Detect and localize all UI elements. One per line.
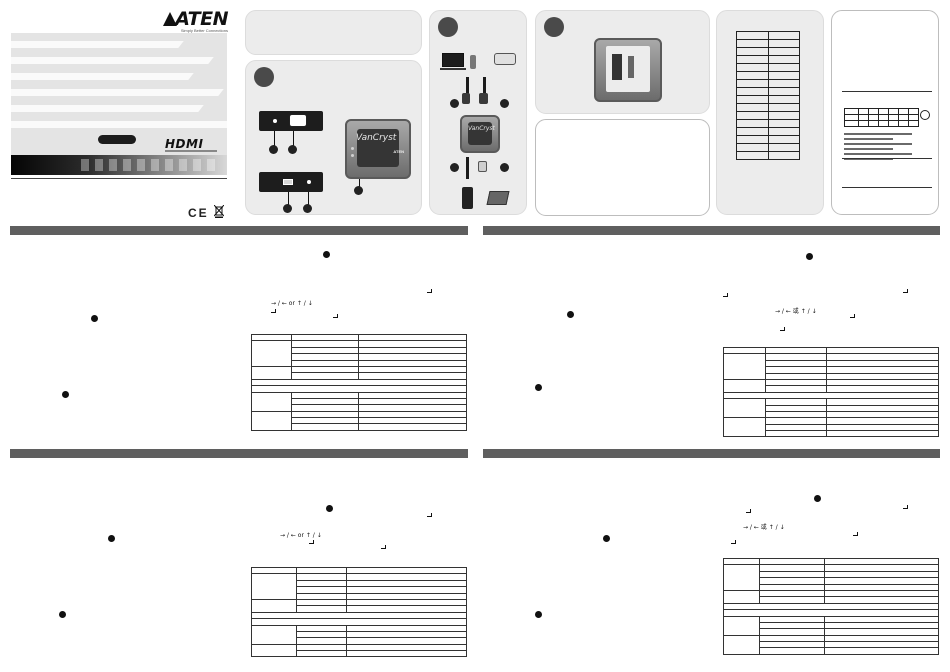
enter-key-icon (333, 314, 338, 318)
step-bullet (535, 384, 542, 391)
section-bar-3 (10, 449, 468, 458)
hdmi-logo: HDMI (165, 137, 204, 151)
step-badge-c (544, 17, 564, 37)
hazardous-substances-table (844, 108, 919, 127)
installation-panel: VanCryst (429, 10, 527, 215)
step-bullet (806, 253, 813, 260)
specifications-panel (716, 10, 824, 215)
section-bar-2 (483, 226, 940, 235)
enter-key-icon (427, 289, 432, 293)
hdmi-port (283, 179, 293, 185)
enter-key-icon (271, 309, 276, 313)
callout-4 (500, 163, 509, 172)
vga-plug (479, 93, 488, 104)
device-brand-label: ATEN (393, 149, 404, 154)
spec-table-2 (723, 346, 939, 438)
step-bullet (814, 495, 821, 502)
callout-3 (283, 204, 292, 213)
hdmi-plug (478, 161, 487, 172)
callout-2 (288, 145, 297, 154)
enter-key-icon (903, 505, 908, 509)
arrow-keys-text: → / ← 或 ↑ / ↓ (743, 524, 785, 531)
converter-unit: VanCryst ATEN (345, 119, 411, 179)
cover: ATEN Simply Better Connections HDMI CE (10, 8, 232, 223)
computer-tower-icon (462, 187, 473, 209)
step-bullet (323, 251, 330, 258)
callout-3 (450, 163, 459, 172)
speaker-icon (470, 55, 476, 69)
compliance-notes (844, 133, 912, 163)
enter-key-icon (731, 540, 736, 544)
step-bullet (326, 505, 333, 512)
laptop-icon (486, 191, 510, 205)
converter-unit: VanCryst (460, 115, 500, 153)
enter-key-icon (780, 327, 785, 331)
overview-panel (245, 10, 422, 55)
step-bullet (59, 611, 66, 618)
ce-mark: CE (187, 206, 209, 220)
enter-key-icon (903, 289, 908, 293)
step-bullet (108, 535, 115, 542)
step-bullet (91, 315, 98, 322)
step-bullet (603, 535, 610, 542)
front-panel-device (259, 172, 323, 192)
callout-1 (450, 99, 459, 108)
enter-key-icon (853, 532, 858, 536)
compliance-marks: CE (187, 204, 225, 220)
converter-underside (594, 38, 662, 102)
rear-panel-device (259, 111, 323, 131)
enter-key-icon (309, 540, 314, 544)
cover-stripes-graphic (11, 33, 227, 155)
enter-key-icon (850, 314, 855, 318)
step-bullet (567, 311, 574, 318)
section-bar-1 (10, 226, 468, 235)
enter-key-icon (427, 513, 432, 517)
weee-bin-icon (213, 204, 225, 218)
cover-gradient-bar (11, 155, 227, 175)
aten-logo: ATEN Simply Better Connections (163, 8, 228, 33)
projector-icon (494, 53, 516, 65)
brand-tagline: Simply Better Connections (180, 28, 228, 33)
brand-name: ATEN (175, 8, 228, 30)
audio-plug (462, 93, 470, 104)
compliance-panel (831, 10, 939, 215)
enter-key-icon (381, 545, 386, 549)
product-title-pill (98, 135, 136, 144)
step-badge-a (254, 67, 274, 87)
arrow-keys-text: → / ← or ↑ / ↓ (271, 300, 313, 307)
arrow-keys-text: → / ← 或 ↑ / ↓ (775, 308, 817, 315)
mounting-panel (535, 10, 710, 114)
monitor-icon (440, 53, 466, 70)
callout-5 (354, 186, 363, 195)
enter-key-icon (746, 509, 751, 513)
section-bar-4 (483, 449, 940, 458)
enter-key-icon (723, 293, 728, 297)
rohs-epup-icon (920, 110, 930, 120)
notes-panel (535, 119, 710, 216)
aten-triangle-icon (163, 12, 178, 26)
callout-1 (269, 145, 278, 154)
spec-table-1 (251, 333, 467, 431)
arrow-keys-text: → / ← or ↑ / ↓ (280, 532, 322, 539)
hardware-review-panel: VanCryst ATEN (245, 60, 422, 215)
step-badge-b (438, 17, 458, 37)
osd-table (736, 31, 800, 160)
product-name-label: VanCryst (468, 125, 495, 132)
cover-divider (11, 178, 227, 179)
vga-port (289, 114, 307, 127)
hdmi-logo-underline (165, 150, 217, 152)
spec-table-3 (251, 566, 467, 658)
spec-table-4 (723, 557, 939, 655)
callout-4 (303, 204, 312, 213)
product-name-label: VanCryst (356, 133, 397, 143)
step-bullet (535, 611, 542, 618)
callout-2 (500, 99, 509, 108)
step-bullet (62, 391, 69, 398)
